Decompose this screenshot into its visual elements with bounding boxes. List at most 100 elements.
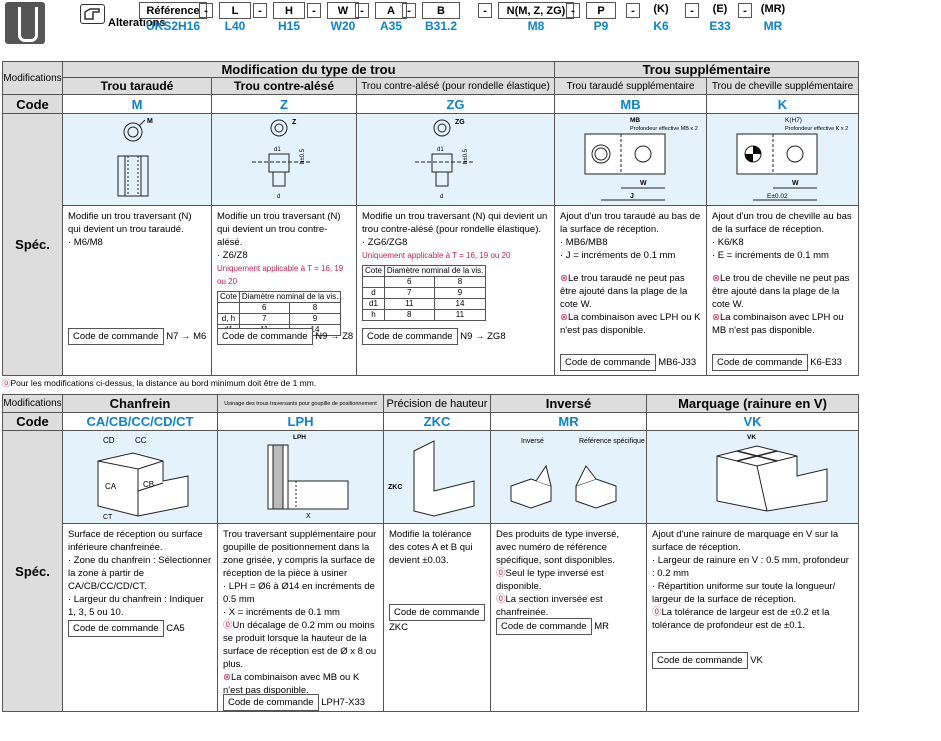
svg-text:J: J	[630, 193, 634, 200]
header-dash: -	[478, 3, 492, 18]
order-code-k: K6-E33	[810, 357, 842, 368]
reference-value: UKS2H16	[145, 19, 201, 33]
header-col-name: (E)	[712, 3, 728, 15]
spec-label-2: Spéc.	[2, 430, 63, 712]
order-code-z: N9 → Z8	[315, 331, 354, 342]
header-col-value: A35	[379, 19, 402, 33]
figure-vk: VK	[646, 430, 859, 524]
svg-text:CD: CD	[103, 436, 115, 445]
code-m: M	[62, 94, 212, 114]
svg-text:VK: VK	[747, 434, 756, 441]
code-mb: MB	[554, 94, 707, 114]
col-title-zg: Trou contre-alésé (pour rondelle élastiq…	[356, 77, 555, 95]
order-code-chamfer: CA5	[166, 623, 185, 634]
group-hole-type: Modification du type de trou	[62, 61, 555, 78]
spec-z: Modifie un trou traversant (N) qui devie…	[211, 205, 357, 376]
header-dash: -	[626, 3, 640, 18]
order-code-vk: VK	[750, 655, 763, 666]
code-z: Z	[211, 94, 357, 114]
order-code-lph: LPH7-X33	[321, 697, 366, 708]
svg-text:CT: CT	[103, 514, 113, 520]
svg-text:Profondeur effective K x 2: Profondeur effective K x 2	[785, 126, 848, 132]
header-col-name: L	[219, 2, 251, 19]
col-title-z: Trou contre-alésé	[211, 77, 357, 95]
svg-text:MB: MB	[630, 117, 640, 124]
svg-text:W: W	[640, 180, 647, 187]
info-icon: ⓪	[496, 594, 506, 605]
code-chamfer: CA/CB/CC/CD/CT	[62, 412, 218, 431]
reference-label: Référence	[139, 2, 207, 19]
header-dash: -	[685, 3, 699, 18]
header-col-value: P9	[593, 19, 609, 33]
svg-text:Profondeur effective MB x 2: Profondeur effective MB x 2	[630, 126, 698, 132]
header-col-value: M8	[527, 19, 545, 33]
modifications-table-1: Modifications Modification du type de tr…	[2, 61, 859, 376]
figure-mr: Inversé Référence spécifique	[490, 430, 647, 524]
header-dash: -	[738, 3, 752, 18]
order-code-mb: MB6-J33	[658, 357, 697, 368]
z-warning: Uniquement applicable à T = 16, 19 ou 20	[217, 264, 344, 286]
svg-text:d: d	[277, 194, 280, 200]
svg-text:E±0.02: E±0.02	[767, 193, 788, 200]
header-col-name: (MR)	[760, 3, 786, 15]
code-zg: ZG	[356, 94, 555, 114]
no-icon: ⊗	[560, 273, 568, 284]
svg-text:K(H7): K(H7)	[785, 117, 802, 124]
header-col-name: N(M, Z, ZG)	[498, 2, 574, 19]
col-title-vk: Marquage (rainure en V)	[646, 394, 859, 413]
code-label-2: Code	[2, 412, 63, 431]
svg-text:CC: CC	[135, 436, 147, 445]
figure-zg: ZG d1 d h±0.5	[356, 113, 555, 206]
header-dash: -	[199, 3, 213, 18]
order-code-m: N7 → M6	[166, 331, 207, 342]
spec-lph: Trou traversant supplémentaire pour goup…	[217, 523, 384, 712]
col-title-k: Trou de cheville supplémentaire	[706, 77, 859, 95]
figure-chamfer: CD CC CA CB CT	[62, 430, 218, 524]
figure-zkc: ZKC	[383, 430, 491, 524]
info-icon: ⓪	[2, 378, 11, 388]
spec-chamfer: Surface de réception ou surface inférieu…	[62, 523, 218, 712]
col-title-mb: Trou taraudé supplémentaire	[554, 77, 707, 95]
alterations-label: Alterations	[108, 17, 166, 29]
no-icon: ⊗	[223, 672, 231, 683]
group-additional-hole: Trou supplémentaire	[554, 61, 859, 78]
spec-label: Spéc.	[2, 113, 63, 376]
header-col-value: MR	[763, 19, 783, 33]
spec-zkc: Modifie la tolérance des cotes A et B qu…	[383, 523, 491, 712]
col-title-m: Trou taraudé	[62, 77, 212, 95]
svg-text:X: X	[306, 513, 311, 520]
header-col-name: A	[375, 2, 407, 19]
header-col-name: H	[273, 2, 305, 19]
info-icon: ⓪	[496, 568, 506, 579]
info-icon: ⓪	[223, 620, 233, 631]
spec-mr: Des produits de type inversé, avec numér…	[490, 523, 647, 712]
header-dash: -	[402, 3, 416, 18]
hand-icon	[80, 4, 105, 24]
header-col-name: W	[327, 2, 359, 19]
svg-text:Z: Z	[292, 119, 297, 126]
svg-text:CB: CB	[143, 480, 154, 489]
header-dash: -	[307, 3, 321, 18]
svg-text:ZKC: ZKC	[388, 484, 402, 491]
code-lph: LPH	[217, 412, 384, 431]
code-mr: MR	[490, 412, 647, 431]
modifications-label: Modifications	[2, 61, 63, 95]
code-k: K	[706, 94, 859, 114]
svg-text:d1: d1	[437, 147, 444, 153]
col-title-zkc: Précision de hauteur	[383, 394, 491, 413]
svg-text:d: d	[440, 194, 443, 200]
alterations-icon	[5, 2, 45, 44]
svg-text:h±0.5: h±0.5	[463, 148, 469, 164]
order-code-zkc: ZKC	[389, 622, 408, 633]
spec-zg: Modifie un trou traversant (N) qui devie…	[356, 205, 555, 376]
header-col-name: (K)	[653, 3, 669, 15]
spec-vk: Ajout d'une rainure de marquage en V sur…	[646, 523, 859, 712]
col-title-lph: Usinage des trous traversants pour goupi…	[217, 394, 384, 413]
code-label: Code	[2, 94, 63, 114]
figure-k: K(H7) Profondeur effective K x 2 W E±0.0…	[706, 113, 859, 206]
figure-z: Z d1 d h±0.5	[211, 113, 357, 206]
svg-text:LPH: LPH	[293, 434, 306, 441]
header-dash: -	[253, 3, 267, 18]
modifications-table-2: Modifications Chanfrein Usinage des trou…	[2, 394, 859, 712]
header-col-value: B31.2	[424, 19, 458, 33]
